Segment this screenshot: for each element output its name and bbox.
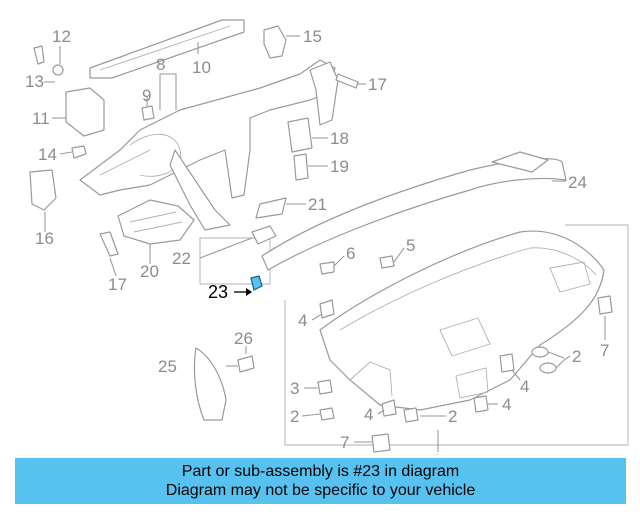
bolt-17-bottom — [99, 231, 119, 257]
leader-lines — [44, 35, 606, 452]
pad-21 — [255, 197, 287, 219]
clip-4-right — [473, 395, 489, 413]
clip-26 — [237, 355, 255, 373]
banner-line-2: Diagram may not be specific to your vehi… — [165, 482, 476, 499]
callout-3: 3 — [290, 379, 299, 398]
clip-12 — [52, 64, 64, 76]
callout-14: 14 — [38, 145, 57, 164]
callout-17b: 17 — [108, 275, 127, 294]
callout-labels: 10 8 9 12 13 11 14 16 17 20 15 17 18 19 … — [25, 27, 609, 455]
part-23-highlighted[interactable] — [250, 275, 263, 291]
callout-24: 24 — [568, 173, 587, 192]
clip-2-a — [319, 407, 335, 421]
callout-4c: 4 — [502, 395, 511, 414]
bracket-15 — [263, 25, 287, 59]
callout-23: 23 — [208, 282, 228, 302]
clip-2-b — [403, 407, 419, 423]
clip-3 — [317, 379, 333, 395]
beam-leg — [169, 149, 231, 231]
parts-diagram: 10 8 9 12 13 11 14 16 17 20 15 17 18 19 … — [25, 19, 629, 455]
callout-2c: 2 — [572, 347, 581, 366]
callout-2b: 2 — [448, 407, 457, 426]
callout-9: 9 — [142, 86, 151, 105]
cross-car-beam — [79, 59, 336, 199]
callout-11: 11 — [32, 109, 50, 128]
clip-5 — [379, 255, 395, 269]
callout-6: 6 — [346, 244, 355, 263]
callout-26: 26 — [234, 329, 253, 348]
bracket-22 — [251, 225, 277, 245]
clip-7-bottom — [371, 433, 391, 453]
callout-10: 10 — [192, 58, 211, 77]
callout-4d: 4 — [520, 377, 529, 396]
callout-7b: 7 — [340, 433, 349, 452]
callout-5: 5 — [406, 236, 415, 255]
callout-19: 19 — [330, 157, 349, 176]
clip-4-mid — [381, 399, 397, 417]
module-18 — [287, 117, 313, 153]
instrument-panel-1 — [319, 230, 605, 411]
callout-2a: 2 — [290, 407, 299, 426]
bolt-14 — [71, 145, 87, 159]
bracket-19 — [293, 153, 309, 181]
callout-20: 20 — [140, 262, 159, 281]
callout-13: 13 — [25, 72, 44, 91]
callout-25: 25 — [158, 357, 177, 376]
bracket-16 — [29, 169, 57, 211]
callout-7a: 7 — [600, 341, 609, 360]
clip-2-c — [531, 346, 549, 358]
callout-15: 15 — [303, 27, 322, 46]
duct-20 — [117, 199, 195, 245]
bracket-group-box — [199, 237, 271, 285]
clip-4-side — [499, 353, 515, 373]
callout-16: 16 — [35, 229, 54, 248]
banner-line-1: Part or sub-assembly is #23 in diagram — [181, 463, 460, 480]
callout-4b: 4 — [364, 405, 373, 424]
info-banner: Part or sub-assembly is #23 in diagram D… — [15, 458, 626, 504]
callout-21: 21 — [308, 195, 327, 214]
bolt-13 — [33, 45, 45, 65]
callout-22: 22 — [172, 249, 191, 268]
bolt-17-top — [335, 73, 359, 89]
callout-17a: 17 — [368, 75, 387, 94]
callout-8: 8 — [156, 55, 165, 74]
clip-9 — [141, 105, 155, 121]
callout-18: 18 — [330, 129, 349, 148]
side-trim-25 — [193, 347, 227, 421]
trim-end-24 — [491, 151, 549, 173]
bracket-11 — [65, 87, 105, 137]
callout-4a: 4 — [298, 311, 307, 330]
clip-4-left — [319, 299, 335, 319]
beam-right-bracket — [309, 61, 339, 126]
callout-12: 12 — [52, 27, 71, 46]
clip-2-d — [539, 362, 557, 374]
clip-7-right — [597, 295, 613, 315]
clip-6 — [319, 261, 335, 275]
dashboard-group-box — [284, 224, 629, 446]
callout-1: 1 — [432, 451, 441, 455]
